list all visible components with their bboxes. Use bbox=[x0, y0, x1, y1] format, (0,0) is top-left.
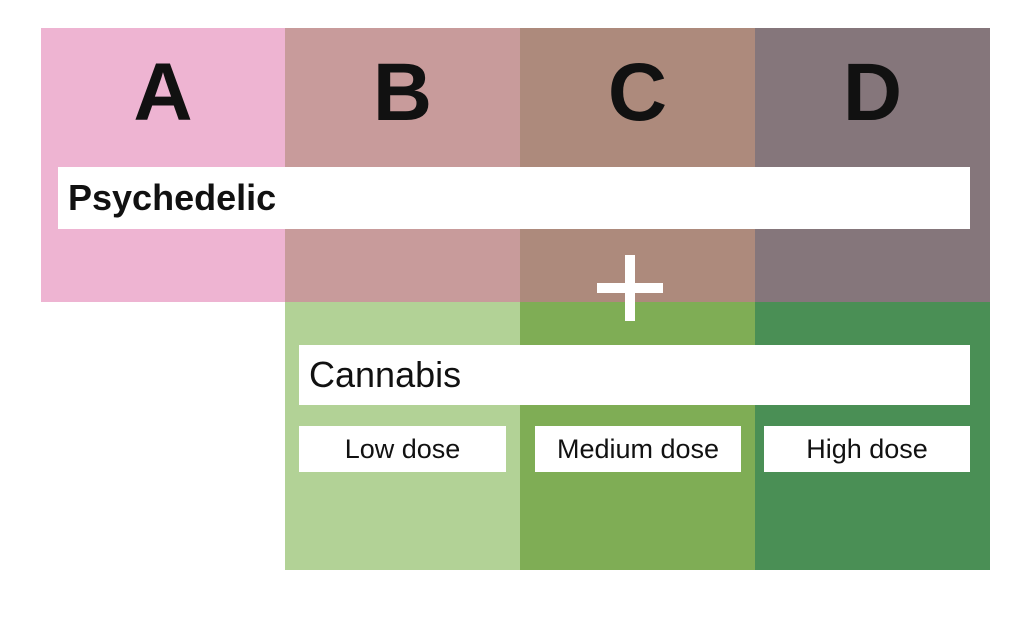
column-d-psychedelic-cell: D bbox=[755, 28, 990, 302]
column-a-letter: A bbox=[133, 47, 193, 138]
column-a-psychedelic-cell: A bbox=[41, 28, 285, 302]
cannabis-label: Cannabis bbox=[309, 354, 462, 395]
psychedelic-label-band: Psychedelic bbox=[58, 167, 970, 229]
dose-label-high: High dose bbox=[764, 426, 970, 472]
psychedelic-label: Psychedelic bbox=[68, 177, 277, 218]
column-c-psychedelic-cell: C bbox=[520, 28, 755, 302]
dose-label-medium: Medium dose bbox=[535, 426, 741, 472]
plus-icon bbox=[597, 255, 663, 321]
column-d-letter: D bbox=[842, 47, 903, 138]
dose-label-low: Low dose bbox=[299, 426, 506, 472]
column-c-letter: C bbox=[607, 47, 668, 138]
column-b-psychedelic-cell: B bbox=[285, 28, 520, 302]
cannabis-label-band: Cannabis bbox=[299, 345, 970, 405]
column-b-letter: B bbox=[372, 47, 433, 138]
